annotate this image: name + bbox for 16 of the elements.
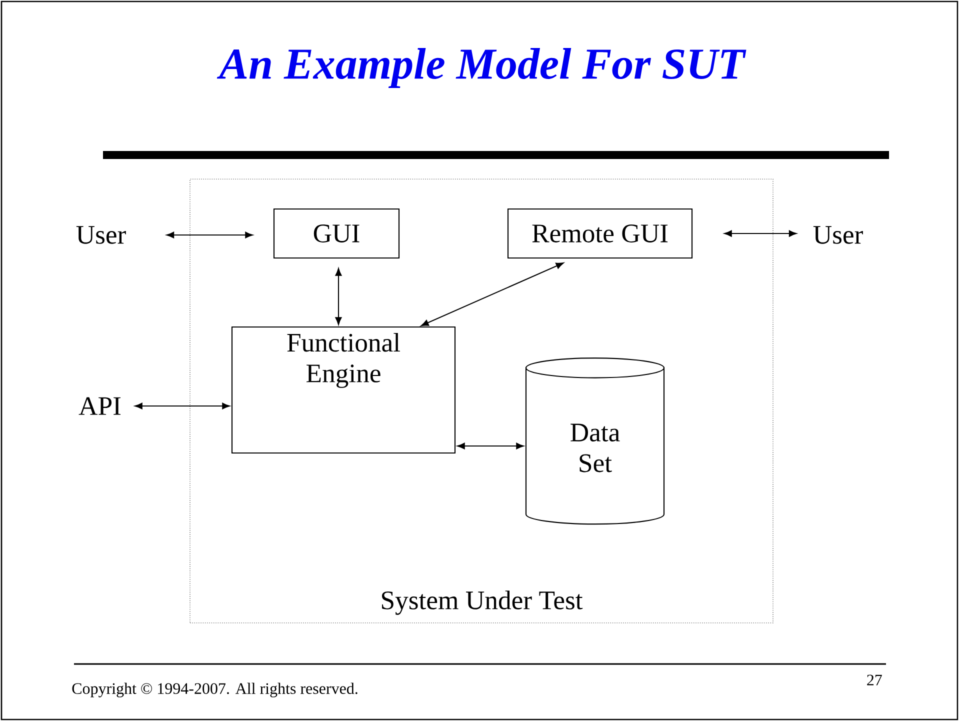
actor-label: User xyxy=(76,226,126,244)
engine-box: Functional Engine xyxy=(231,326,456,454)
arrow xyxy=(166,232,253,238)
copyright-notice: Copyright © 1994-2007. All rights reserved. xyxy=(72,682,358,698)
actor-label: User xyxy=(813,226,863,244)
arrow xyxy=(335,268,342,325)
interface-label: API xyxy=(78,397,121,415)
arrow xyxy=(457,442,524,450)
component-box: Remote GUI xyxy=(507,208,693,259)
page-number: 27 xyxy=(867,674,882,686)
arrow xyxy=(420,262,564,326)
arrow xyxy=(724,230,797,237)
component-box: GUI xyxy=(273,208,400,259)
slide-title: An Example Model For SUT xyxy=(216,48,746,88)
arrow xyxy=(134,402,230,410)
database-cylinder: Data Set xyxy=(525,358,665,525)
